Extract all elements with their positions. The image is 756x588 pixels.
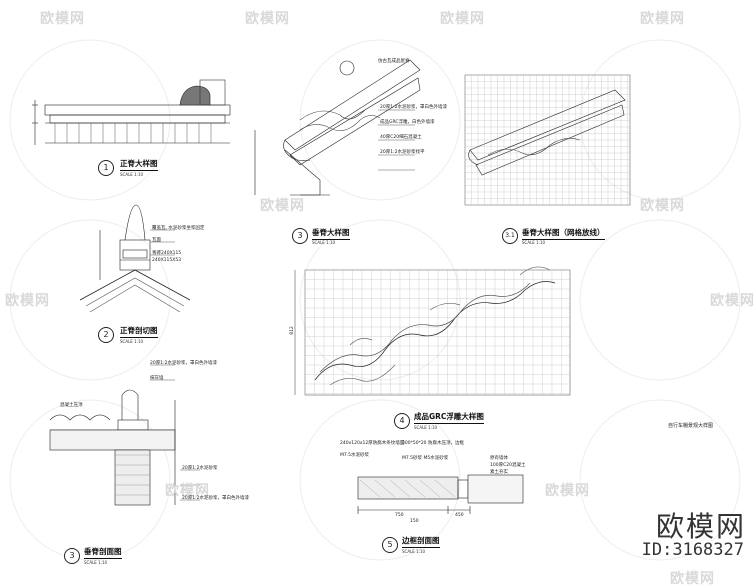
leader-lines <box>150 109 415 501</box>
detail-3-1-grid <box>464 74 631 206</box>
note: 20厚1:2水泥砂浆找平 <box>380 150 425 155</box>
detail-1-ridge-elevation <box>32 79 231 145</box>
watermark: 欧模网 <box>245 11 290 27</box>
note: 抹灰墙 <box>150 376 164 381</box>
note: 20厚1:2水泥砂浆，罩白色外墙漆 <box>380 105 447 110</box>
detail-title: 正脊剖切图 <box>120 325 158 338</box>
watermark: 欧模网 <box>670 571 715 587</box>
note: 成品GRC浮雕，白色外墙漆 <box>380 120 435 125</box>
detail-scale: SCALE 1:10 <box>312 240 336 245</box>
watermark: 欧模网 <box>545 483 590 499</box>
detail-number: 2 <box>98 327 114 343</box>
note: 20厚1:2水泥砂浆，罩白色外墙漆 <box>182 496 249 501</box>
note: 300*50*20 防腐木压顶，边框 <box>402 441 464 446</box>
note: 240X115X53 <box>152 258 182 263</box>
detail-number: 4 <box>394 413 410 429</box>
detail-number: 3 <box>64 548 80 564</box>
watermark: 欧模网 <box>710 293 755 309</box>
detail-scale: SCALE 1:10 <box>402 549 426 554</box>
detail-scale: SCALE 1:10 <box>120 172 144 177</box>
detail-title: 垂脊剖面图 <box>84 546 122 559</box>
watermark: 欧模网 <box>440 11 485 27</box>
note: 覆盖瓦, 水泥砂浆坐浆固定 <box>152 226 205 231</box>
detail-title: 垂脊大样图 <box>312 227 350 240</box>
dimension: 812 <box>289 326 295 335</box>
note: 100厚C20混凝土 <box>490 463 526 468</box>
note: 青砖240X115 <box>152 251 182 256</box>
detail-number: 3 <box>292 228 308 244</box>
note: 240x120x12厚防腐木条纹墙面 <box>340 441 405 446</box>
watermark: 欧模网 <box>260 198 305 214</box>
note: 混凝土压顶 <box>60 403 83 408</box>
watermark: 欧模网 <box>640 11 685 27</box>
detail-3-hip-ridge-section <box>49 389 176 506</box>
note: 瓦面 <box>152 238 161 243</box>
detail-3-hip-ridge-elevation <box>254 59 421 196</box>
note: M7.5水泥砂浆 <box>340 453 370 458</box>
detail-number: 5 <box>382 537 398 553</box>
note: 40厚C20细石混凝土 <box>380 135 422 140</box>
detail-title: 成品GRC浮雕大样图 <box>414 411 484 424</box>
note: 20厚1:2水泥砂浆 <box>182 466 218 471</box>
detail-scale: SCALE 1:10 <box>84 560 108 565</box>
watermark: 欧模网 <box>165 483 210 499</box>
note: 仿古瓦成品屋脊 <box>378 59 410 64</box>
detail-title: 正脊大样图 <box>120 158 158 171</box>
detail-scale: SCALE 1:10 <box>120 339 144 344</box>
detail-title: 垂脊大样图（网格放线） <box>522 227 605 240</box>
detail-5-edge-frame-section <box>357 474 524 514</box>
detail-number: 3.1 <box>502 228 518 244</box>
detail-title: 边框剖面图 <box>402 535 440 548</box>
model-id: ID:3168327 <box>641 540 744 560</box>
detail-4-grc-relief <box>294 266 571 396</box>
note: 原有墙体 <box>490 456 508 461</box>
watermark: 欧模网 <box>5 293 50 309</box>
brand-logo-text: 欧模网 <box>655 510 746 543</box>
detail-number: 1 <box>98 160 114 176</box>
dimension: 450 <box>455 513 464 518</box>
detail-scale: SCALE 1:10 <box>522 240 546 245</box>
dimension: 750 <box>395 513 404 518</box>
detail-scale: SCALE 1:10 <box>414 425 438 430</box>
watermark: 欧模网 <box>640 198 685 214</box>
note: 20厚1:2水泥砂浆，罩白色外墙漆 <box>150 361 217 366</box>
sheet-title: 自行车棚景观大样图 <box>668 423 714 429</box>
watermark: 欧模网 <box>40 11 85 27</box>
note: 素土夯实 <box>490 470 508 475</box>
dimension: 150 <box>410 519 419 524</box>
note: M7.5砂浆 M5水泥砂浆 <box>402 456 449 461</box>
